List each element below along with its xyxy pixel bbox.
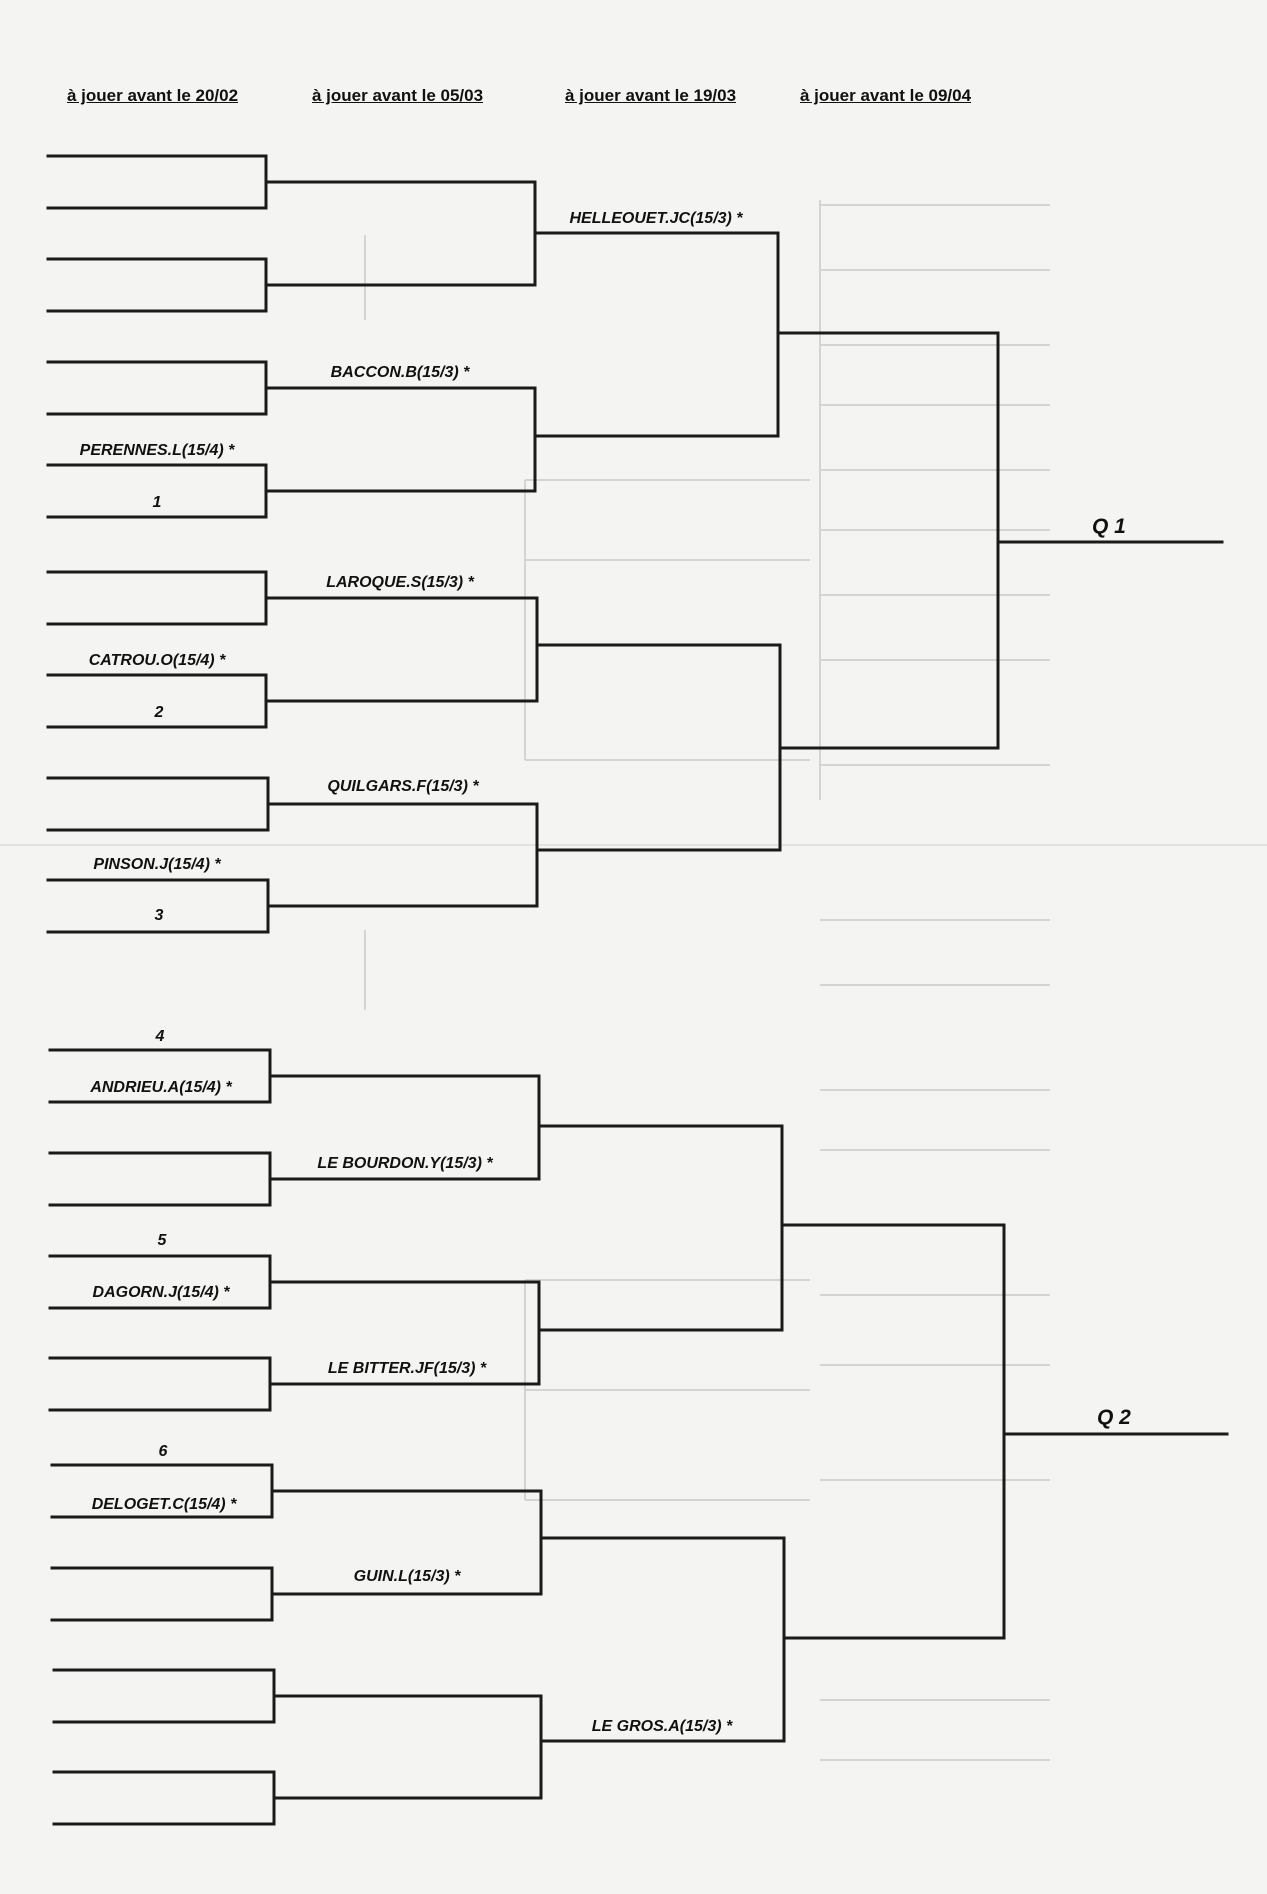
header-round-1: à jouer avant le 20/02 [67, 86, 239, 105]
seed-number: 3 [154, 907, 164, 924]
seed-number: 5 [157, 1232, 167, 1249]
player-le-bourdon: LE BOURDON.Y(15/3) * [317, 1155, 493, 1172]
header-round-2: à jouer avant le 05/03 [312, 86, 484, 105]
round-1-slots [46, 154, 276, 1826]
player-pinson: PINSON.J(15/4) * [93, 856, 221, 873]
player-perennes: PERENNES.L(15/4) * [79, 442, 235, 459]
qualifier-q2-label: Q 2 [1097, 1406, 1131, 1429]
round-4-slots [776, 331, 1006, 1640]
seed-number: 6 [158, 1443, 168, 1460]
round-3-slots [533, 231, 786, 1743]
player-helleouet: HELLEOUET.JC(15/3) * [569, 210, 743, 227]
seed-number: 2 [154, 704, 164, 721]
seed-number: 4 [155, 1028, 165, 1045]
player-andrieu: ANDRIEU.A(15/4) * [90, 1079, 232, 1096]
seed-number: 1 [152, 494, 162, 511]
round-2-slots [264, 180, 543, 1800]
player-deloget: DELOGET.C(15/4) * [91, 1496, 237, 1513]
player-le-gros: LE GROS.A(15/3) * [591, 1718, 733, 1735]
player-laroque: LAROQUE.S(15/3) * [326, 574, 474, 591]
player-catrou: CATROU.O(15/4) * [88, 652, 226, 669]
header-round-4: à jouer avant le 09/04 [800, 86, 972, 105]
qualifier-lines [996, 540, 1229, 1436]
qualifier-q1-label: Q 1 [1092, 515, 1126, 538]
player-baccon: BACCON.B(15/3) * [330, 364, 470, 381]
header-round-3: à jouer avant le 19/03 [565, 86, 737, 105]
player-le-bitter: LE BITTER.JF(15/3) * [327, 1360, 487, 1377]
player-quilgars: QUILGARS.F(15/3) * [327, 778, 479, 795]
player-guin: GUIN.L(15/3) * [353, 1568, 461, 1585]
player-dagorn: DAGORN.J(15/4) * [92, 1284, 230, 1301]
